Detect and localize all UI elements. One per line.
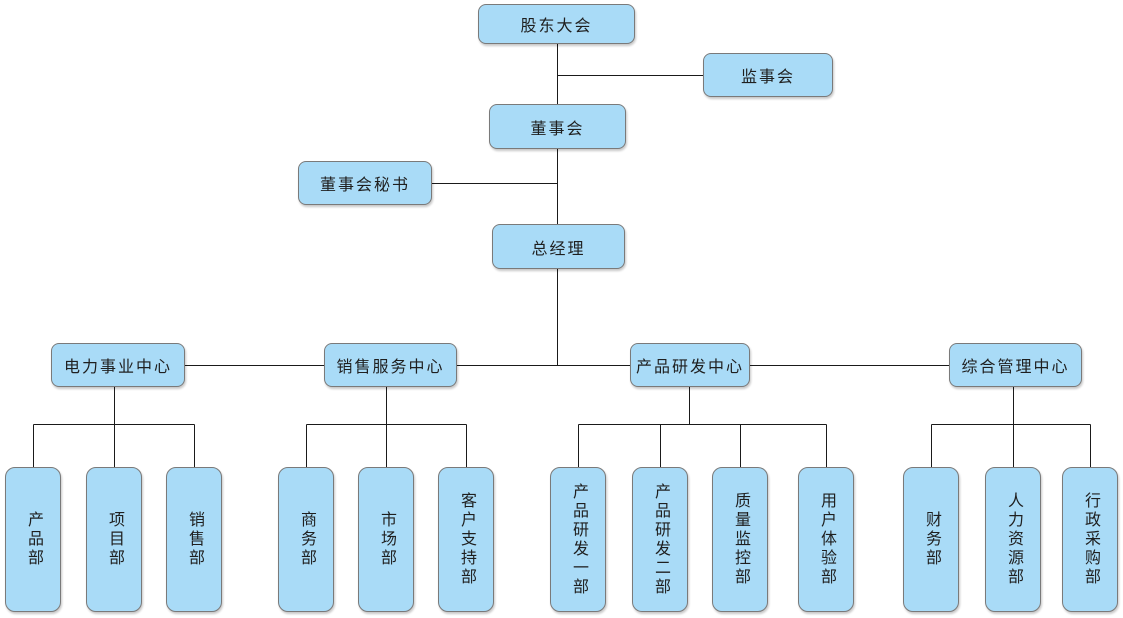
node-label: 财务部 <box>923 511 940 568</box>
node-label: 产品研发二部 <box>652 482 669 597</box>
node-label: 用户体验部 <box>818 492 835 587</box>
node-sales-dept: 销售部 <box>166 467 222 612</box>
node-finance-dept: 财务部 <box>903 467 959 612</box>
node-label: 销售部 <box>186 511 203 568</box>
node-user-experience-dept: 用户体验部 <box>798 467 854 612</box>
node-hr-dept: 人力资源部 <box>985 467 1041 612</box>
node-label: 销售服务中心 <box>336 359 445 376</box>
node-label: 监事会 <box>740 69 795 86</box>
node-label: 行政采购部 <box>1082 492 1099 587</box>
node-business-dept: 商务部 <box>278 467 334 612</box>
node-label: 产品研发中心 <box>635 359 744 376</box>
node-admin-procurement-dept: 行政采购部 <box>1062 467 1118 612</box>
node-customer-support-dept: 客户支持部 <box>438 467 494 612</box>
node-product-dept: 产品部 <box>5 467 61 612</box>
node-rd-dept-1: 产品研发一部 <box>550 467 606 612</box>
node-general-manager: 总经理 <box>492 224 625 269</box>
node-label: 项目部 <box>106 511 123 568</box>
node-board-secretary: 董事会秘书 <box>298 161 432 205</box>
node-label: 股东大会 <box>520 18 593 35</box>
node-marketing-dept: 市场部 <box>358 467 414 612</box>
node-project-dept: 项目部 <box>86 467 142 612</box>
node-label: 商务部 <box>298 511 315 568</box>
node-power-business-center: 电力事业中心 <box>51 343 185 387</box>
node-label: 董事会 <box>530 120 585 138</box>
node-quality-control-dept: 质量监控部 <box>712 467 768 612</box>
node-label: 人力资源部 <box>1005 492 1022 587</box>
node-label: 客户支持部 <box>458 492 475 587</box>
node-sales-service-center: 销售服务中心 <box>324 343 457 387</box>
node-label: 董事会秘书 <box>319 177 410 194</box>
node-label: 产品研发一部 <box>570 482 587 597</box>
node-shareholders-meeting: 股东大会 <box>478 4 635 44</box>
node-label: 市场部 <box>378 511 395 568</box>
node-board-of-directors: 董事会 <box>489 104 626 149</box>
node-label: 质量监控部 <box>732 492 749 587</box>
node-general-management-center: 综合管理中心 <box>949 343 1082 387</box>
node-label: 产品部 <box>25 511 42 568</box>
node-supervisory-board: 监事会 <box>703 53 833 97</box>
node-rd-dept-2: 产品研发二部 <box>632 467 688 612</box>
node-label: 综合管理中心 <box>961 359 1070 376</box>
node-label: 总经理 <box>531 240 586 258</box>
node-label: 电力事业中心 <box>63 359 172 376</box>
node-product-rd-center: 产品研发中心 <box>630 343 750 387</box>
